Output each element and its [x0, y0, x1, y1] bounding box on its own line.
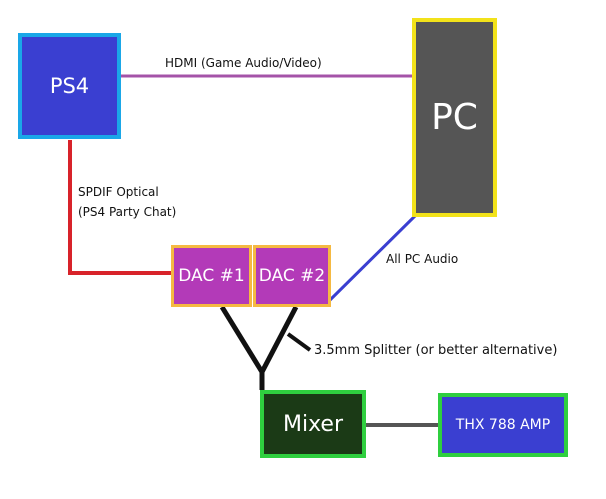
ps4-box: PS4 — [18, 33, 121, 139]
mixer-box: Mixer — [260, 390, 366, 458]
pc-audio-line — [328, 212, 419, 302]
amp-label: THX 788 AMP — [455, 417, 551, 433]
spdif-label-line2: (PS4 Party Chat) — [78, 205, 177, 219]
splitter-right-line — [259, 305, 299, 374]
hdmi-label: HDMI (Game Audio/Video) — [165, 56, 322, 70]
dac1-box: DAC #1 — [171, 245, 252, 307]
ps4-label: PS4 — [49, 74, 90, 98]
spdif-line — [68, 140, 172, 275]
amp-box: THX 788 AMP — [438, 393, 568, 457]
dac1-label: DAC #1 — [178, 266, 245, 286]
pc-audio-label: All PC Audio — [386, 252, 459, 266]
splitter-label: 3.5mm Splitter (or better alternative) — [314, 343, 558, 358]
dac2-label: DAC #2 — [258, 266, 326, 286]
pc-box: PC — [412, 18, 497, 217]
dac2-box: DAC #2 — [253, 245, 331, 307]
pc-label: PC — [431, 97, 478, 138]
spdif-label-line1: SPDIF Optical — [78, 185, 159, 199]
splitter-left-line — [219, 305, 265, 374]
splitter-pointer-line — [286, 332, 312, 352]
mixer-label: Mixer — [282, 411, 344, 437]
